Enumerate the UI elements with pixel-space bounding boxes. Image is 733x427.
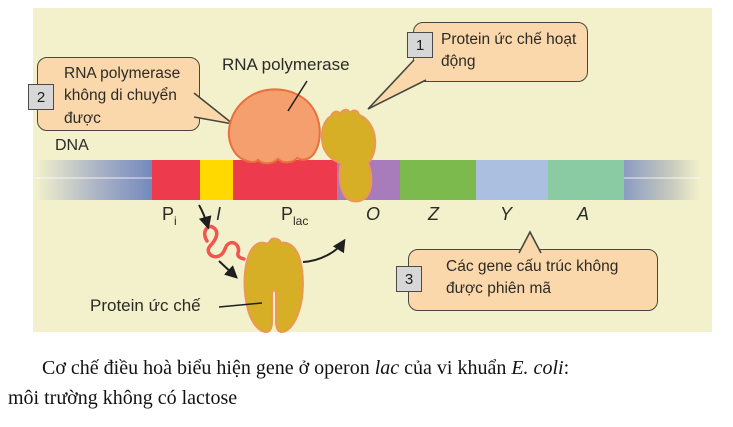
dna-segment-gene-a: [548, 160, 624, 200]
label-gene-z: Z: [428, 204, 439, 224]
callout-3-genes-not-transcribed: Các gene cấu trúc không được phiên mã: [408, 249, 658, 311]
label-promoter-i: Pi: [162, 204, 177, 228]
callout-2-polymerase-blocked: RNA polymerase không di chuyển được: [37, 57, 200, 131]
callout-1-text: Protein ức chế hoạt động: [441, 31, 577, 71]
dna-segment-operator: [337, 160, 400, 200]
label-gene-y: Y: [500, 204, 513, 224]
callout-2-text: RNA polymerase không di chuyển được: [64, 65, 181, 127]
dna-label: DNA: [55, 137, 89, 154]
callout-1-repressor-active: Protein ức chế hoạt động: [413, 22, 588, 82]
dna-segment-promoter-i: [152, 160, 200, 200]
label-gene-a: A: [577, 204, 590, 224]
callout-3-number-badge: 3: [396, 266, 422, 292]
callout-2-number-badge: 2: [28, 84, 54, 110]
caption-line-1: Cơ chế điều hoà biểu hiện gene ở operon …: [42, 357, 570, 379]
dna-segment-promoter-lac: [233, 160, 337, 200]
rna-polymerase-label: RNA polymerase: [222, 55, 350, 74]
dna-segment-gene-i: [200, 160, 233, 200]
dna-strand-right-gradient: [624, 160, 700, 200]
dna-strand-left-gradient: [35, 160, 152, 200]
dna-segment-gene-y: [476, 160, 548, 200]
callout-3-text: Các gene cấu trúc không được phiên mã: [446, 258, 619, 298]
label-gene-i: I: [216, 204, 222, 224]
repressor-label: Protein ức chế: [90, 296, 201, 315]
callout-1-number-badge: 1: [407, 32, 433, 58]
dna-segment-gene-z: [400, 160, 476, 200]
label-promoter-lac: Plac: [281, 204, 309, 228]
caption-line-2: môi trường không có lactose: [8, 387, 238, 409]
label-operator: O: [366, 204, 381, 224]
